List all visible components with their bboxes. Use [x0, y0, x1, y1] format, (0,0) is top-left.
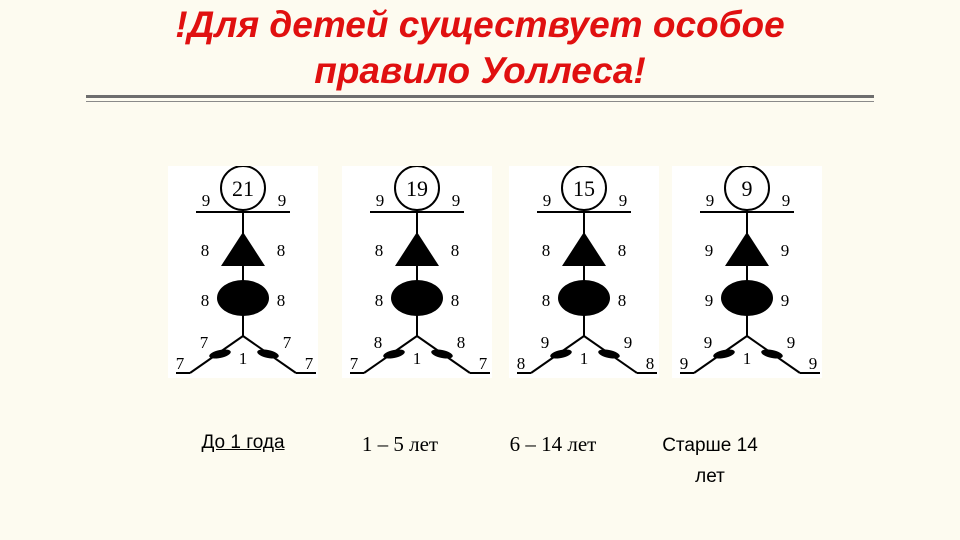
- arm-left-value: 9: [543, 191, 552, 210]
- head-value: 9: [742, 176, 753, 201]
- title-divider-thick: [86, 95, 874, 98]
- title-line-1: !Для детей существует особое: [175, 4, 785, 45]
- abdomen-ellipse: [721, 280, 773, 316]
- thigh-left-value: 8: [374, 333, 383, 352]
- abdomen-ellipse: [558, 280, 610, 316]
- head-value: 19: [406, 176, 428, 201]
- head-value: 15: [573, 176, 595, 201]
- thigh-right-ellipse: [257, 349, 279, 359]
- abdomen-left-value: 8: [542, 291, 551, 310]
- chest-triangle: [221, 232, 265, 266]
- abdomen-left-value: 8: [201, 291, 210, 310]
- thigh-right-ellipse: [431, 349, 453, 359]
- leg-right-value: 9: [809, 354, 818, 373]
- thigh-right-value: 7: [283, 333, 292, 352]
- figure-panel-2: 19 9 9 8 8 8 8 8 8 1 7 7: [342, 166, 492, 378]
- chest-triangle: [562, 232, 606, 266]
- arm-right-value: 9: [619, 191, 628, 210]
- chest-right-value: 8: [618, 241, 627, 260]
- perineum-value: 1: [239, 349, 248, 368]
- abdomen-right-value: 9: [781, 291, 790, 310]
- caption-over-14-years: Старше 14 лет: [630, 430, 790, 492]
- chest-right-value: 8: [451, 241, 460, 260]
- abdomen-ellipse: [391, 280, 443, 316]
- caption-over-14-line-1: Старше 14: [662, 435, 758, 456]
- leg-right-value: 7: [305, 354, 314, 373]
- arm-left-value: 9: [202, 191, 211, 210]
- arm-right-value: 9: [278, 191, 287, 210]
- caption-over-14-line-2: лет: [695, 466, 725, 487]
- thigh-left-ellipse: [383, 349, 405, 359]
- leg-left-value: 9: [680, 354, 689, 373]
- chest-left-value: 8: [542, 241, 551, 260]
- thigh-left-ellipse: [550, 349, 572, 359]
- abdomen-left-value: 8: [375, 291, 384, 310]
- chest-triangle: [725, 232, 769, 266]
- arm-right-value: 9: [452, 191, 461, 210]
- thigh-right-ellipse: [598, 349, 620, 359]
- leg-right-value: 7: [479, 354, 488, 373]
- chest-left-value: 8: [201, 241, 210, 260]
- caption-6-14-years: 6 – 14 лет: [509, 432, 597, 456]
- slide-title: !Для детей существует особое правило Уол…: [0, 2, 960, 94]
- arm-left-value: 9: [706, 191, 715, 210]
- chest-left-value: 9: [705, 241, 714, 260]
- chest-triangle: [395, 232, 439, 266]
- abdomen-ellipse: [217, 280, 269, 316]
- arm-left-value: 9: [376, 191, 385, 210]
- abdomen-right-value: 8: [277, 291, 286, 310]
- caption-1-5-years: 1 – 5 лет: [361, 432, 439, 456]
- abdomen-right-value: 8: [451, 291, 460, 310]
- abdomen-left-value: 9: [705, 291, 714, 310]
- thigh-left-value: 7: [200, 333, 209, 352]
- thigh-left-value: 9: [541, 333, 550, 352]
- leg-left-value: 7: [176, 354, 185, 373]
- perineum-value: 1: [580, 349, 589, 368]
- perineum-value: 1: [743, 349, 752, 368]
- chest-left-value: 8: [375, 241, 384, 260]
- title-divider-thin: [86, 101, 874, 102]
- arm-right-value: 9: [782, 191, 791, 210]
- caption-under-1-year: До 1 года: [201, 432, 285, 453]
- thigh-right-value: 9: [624, 333, 633, 352]
- thigh-right-value: 8: [457, 333, 466, 352]
- chest-right-value: 8: [277, 241, 286, 260]
- thigh-left-ellipse: [209, 349, 231, 359]
- title-line-2: правило Уоллеса!: [314, 50, 646, 91]
- thigh-left-ellipse: [713, 349, 735, 359]
- thigh-right-value: 9: [787, 333, 796, 352]
- abdomen-right-value: 8: [618, 291, 627, 310]
- head-value: 21: [232, 176, 254, 201]
- thigh-left-value: 9: [704, 333, 713, 352]
- leg-left-value: 8: [517, 354, 526, 373]
- thigh-right-ellipse: [761, 349, 783, 359]
- chest-right-value: 9: [781, 241, 790, 260]
- leg-left-value: 7: [350, 354, 359, 373]
- leg-right-value: 8: [646, 354, 655, 373]
- perineum-value: 1: [413, 349, 422, 368]
